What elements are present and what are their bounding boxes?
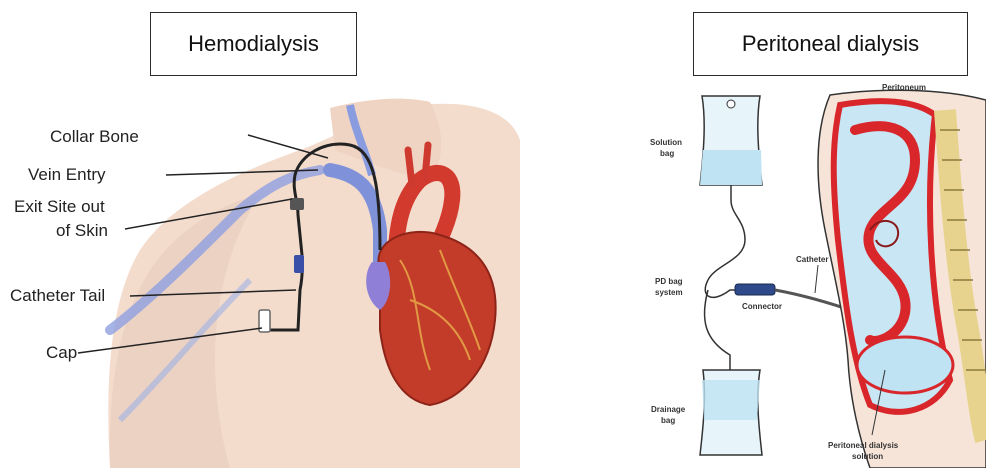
label-pd-bag-line2: system xyxy=(655,288,683,297)
label-exit-site-line2: of Skin xyxy=(56,221,108,240)
label-pd-solution-line2: solution xyxy=(852,452,883,461)
label-collar-bone: Collar Bone xyxy=(50,127,139,146)
exit-site-cuff xyxy=(290,198,304,210)
label-cap: Cap xyxy=(46,343,77,362)
peritoneal-illustration: Peritoneum Solution bag Catheter PD bag … xyxy=(650,83,986,468)
solution-bag-hole xyxy=(727,100,735,108)
drainage-bag-fluid xyxy=(702,380,760,420)
connector xyxy=(735,284,775,295)
label-peritoneum: Peritoneum xyxy=(882,83,926,92)
label-connector: Connector xyxy=(742,302,782,311)
pd-solution-pool xyxy=(857,337,953,393)
label-exit-site-line1: Exit Site out xyxy=(14,197,105,216)
drain-tube xyxy=(704,290,730,370)
solution-tube xyxy=(708,185,745,280)
label-catheter: Catheter xyxy=(796,255,828,264)
catheter-clamp xyxy=(294,255,304,273)
label-solution-bag-line2: bag xyxy=(660,149,674,158)
label-solution-bag-line1: Solution xyxy=(650,138,682,147)
label-vein-entry: Vein Entry xyxy=(28,165,106,184)
label-drainage-bag-line2: bag xyxy=(661,416,675,425)
label-catheter-tail: Catheter Tail xyxy=(10,286,105,305)
label-pd-bag-line1: PD bag xyxy=(655,277,683,286)
leader-catheter xyxy=(815,265,818,293)
solution-bag-fluid xyxy=(700,150,762,185)
label-drainage-bag-line1: Drainage xyxy=(651,405,686,414)
label-pd-solution-line1: Peritoneal dialysis xyxy=(828,441,899,450)
hemodialysis-illustration: Collar Bone Vein Entry Exit Site out of … xyxy=(10,99,520,468)
